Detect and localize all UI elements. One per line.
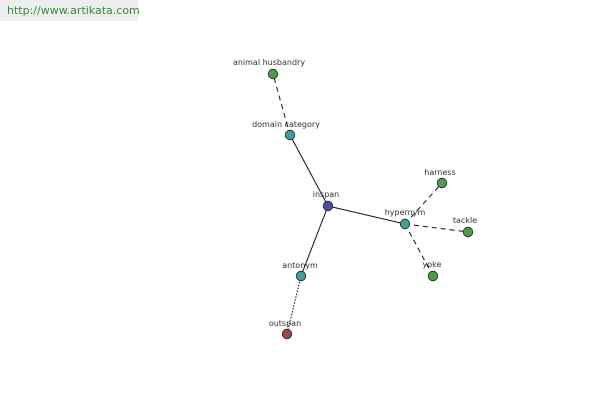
node-dot-inspan[interactable] <box>322 200 334 212</box>
node-label-inspan: inspan <box>313 190 340 199</box>
node-label-hypernym: hypernym <box>385 208 426 217</box>
edge-antonym-outspan <box>286 275 302 335</box>
edge-domain-animal <box>272 73 291 136</box>
node-tackle[interactable]: tackle <box>453 216 477 238</box>
node-dot-hypernym[interactable] <box>399 218 411 230</box>
node-inspan[interactable]: inspan <box>313 190 340 212</box>
node-domain[interactable]: domain category <box>252 120 320 141</box>
node-label-outspan: outspan <box>269 319 301 328</box>
edge-hypernym-tackle <box>404 223 469 233</box>
node-label-tackle: tackle <box>453 216 477 225</box>
node-dot-tackle[interactable] <box>462 226 474 238</box>
nodes-layer: inspan domain category animal husbandry hyp… <box>233 58 477 340</box>
node-dot-outspan[interactable] <box>281 328 293 340</box>
node-dot-yoke[interactable] <box>427 270 439 282</box>
edge-hypernym-yoke <box>404 223 434 277</box>
node-dot-animal[interactable] <box>267 68 279 80</box>
node-label-domain: domain category <box>252 120 320 129</box>
node-label-harness: harness <box>424 168 455 177</box>
node-dot-antonym[interactable] <box>295 270 307 282</box>
edge-inspan-hypernym <box>327 205 406 225</box>
edge-inspan-domain <box>289 134 329 207</box>
node-antonym[interactable]: antonym <box>282 261 318 282</box>
node-label-antonym: antonym <box>282 261 318 270</box>
node-dot-harness[interactable] <box>436 177 448 189</box>
node-label-animal: animal husbandry <box>233 58 305 67</box>
node-hypernym[interactable]: hypernym <box>385 208 426 230</box>
watermark-bar: http://www.artikata.com <box>0 0 140 21</box>
node-label-yoke: yoke <box>423 260 442 269</box>
watermark-link[interactable]: http://www.artikata.com <box>7 4 140 17</box>
node-yoke[interactable]: yoke <box>423 260 442 282</box>
node-animal[interactable]: animal husbandry <box>233 58 305 80</box>
edge-hypernym-harness <box>404 182 443 225</box>
node-outspan[interactable]: outspan <box>269 319 301 340</box>
edges-layer <box>272 73 469 335</box>
node-dot-domain[interactable] <box>284 129 296 141</box>
node-harness[interactable]: harness <box>424 168 456 189</box>
edge-inspan-antonym <box>300 205 329 277</box>
